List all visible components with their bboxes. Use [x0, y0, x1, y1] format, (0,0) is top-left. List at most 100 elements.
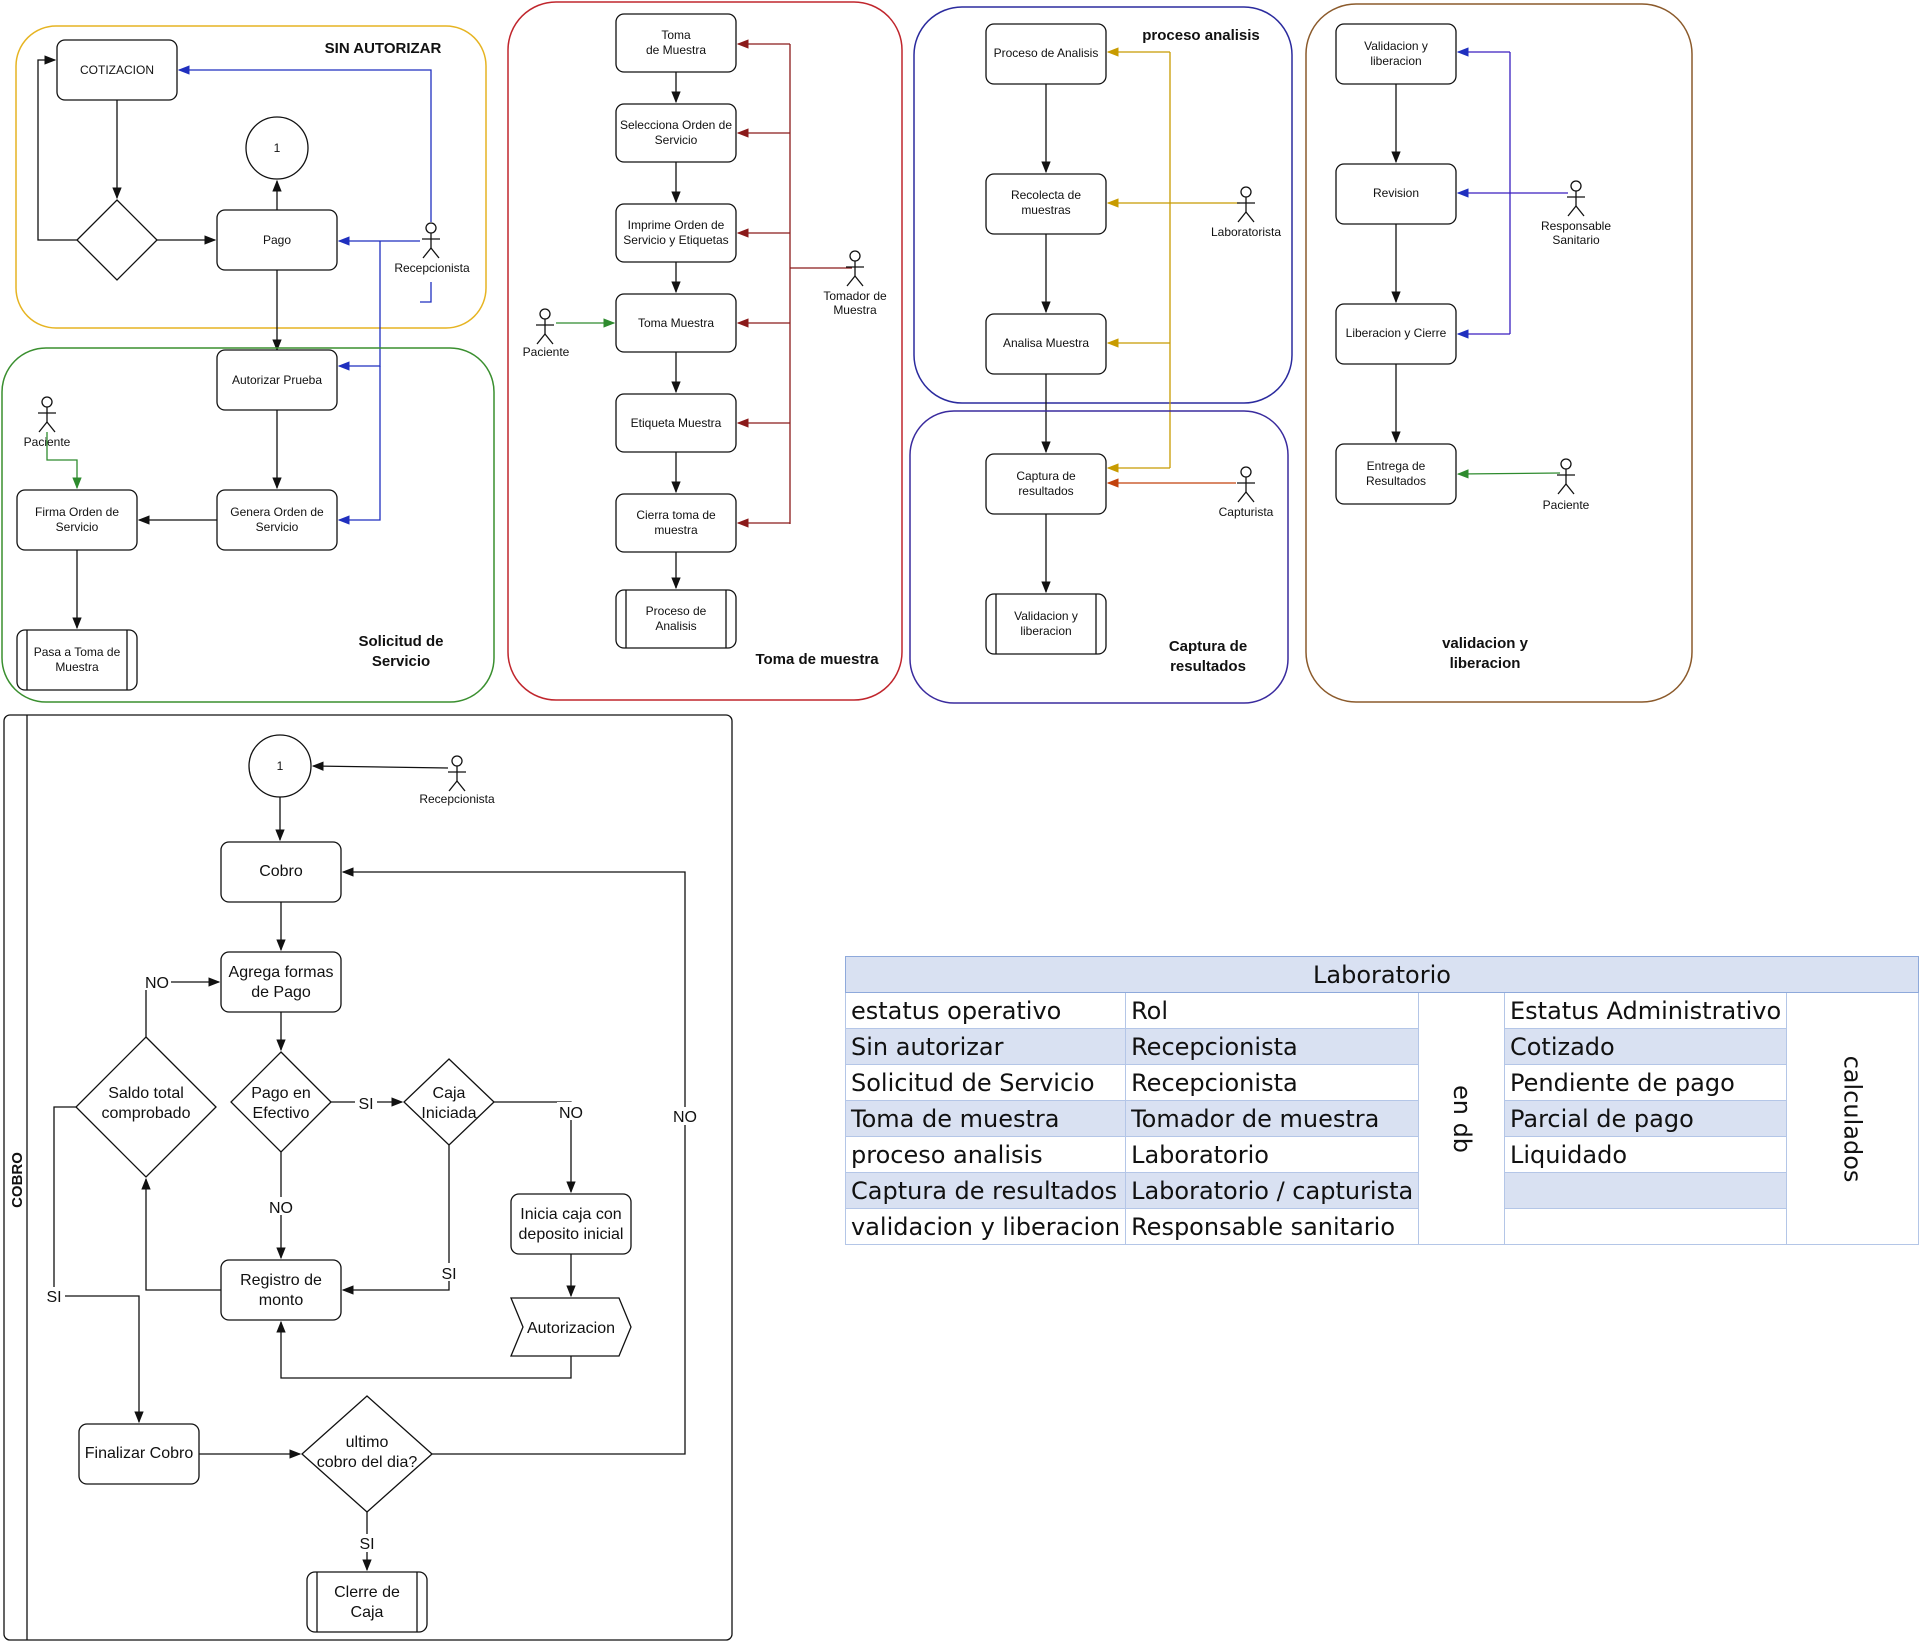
merged-label-calculados: calculados: [1838, 1055, 1867, 1182]
validacion-step-1-l1: Validacion y: [1364, 39, 1428, 53]
edge-label-si: SI: [358, 1096, 373, 1113]
cell-admin: [1503, 1172, 1788, 1209]
toma-step-2-l2: Servicio: [655, 133, 698, 147]
responsable-actor-icon: [1567, 180, 1585, 217]
cell-admin: Liquidado: [1503, 1136, 1788, 1173]
cell-estatus: Sin autorizar: [844, 1028, 1127, 1065]
cell-estatus: proceso analisis: [844, 1136, 1127, 1173]
responsable-label-1: Responsable: [1541, 219, 1611, 233]
cell-admin: [1503, 1208, 1788, 1245]
lane-solicitud: Solicitud de Servicio Autorizar Prueba G…: [1, 347, 495, 703]
lane-title-1: Solicitud de: [358, 633, 443, 650]
toma-step-7-l1: Proceso de: [646, 604, 707, 618]
captura-step-2: [985, 593, 1107, 655]
genera-label-2: Servicio: [256, 520, 299, 534]
laboratorista-actor-icon: [1237, 186, 1255, 223]
table-header-row: estatus operativo Rol en db Estatus Admi…: [844, 992, 1919, 1245]
genera-label-1: Genera Orden de: [230, 505, 324, 519]
laboratorio-table: Laboratorio estatus operativo Rol en db …: [844, 956, 1919, 1245]
cell-admin: Cotizado: [1503, 1028, 1788, 1065]
lane-frame: [3, 714, 733, 1641]
captura-step-1-l1: Captura de: [1016, 469, 1076, 483]
inicia-label-2: deposito inicial: [519, 1226, 624, 1243]
table-row: validacion y liberacion Responsable sani…: [844, 1208, 1919, 1245]
pago-label: Pago: [263, 233, 291, 247]
table-title-row: Laboratorio: [845, 956, 1919, 993]
toma-step-6-l1: Cierra toma de: [636, 508, 716, 522]
connector-1: [245, 116, 309, 180]
autorizar-label: Autorizar Prueba: [232, 373, 322, 387]
captura-step-2-l1: Validacion y: [1014, 609, 1078, 623]
inicia-caja-box: [510, 1193, 632, 1255]
recepcionista-actor-icon: [448, 755, 466, 792]
tomador-label-2: Muestra: [833, 303, 877, 317]
recepcionista-actor-icon: [422, 222, 440, 259]
lane-title-1: Captura de: [1169, 638, 1247, 655]
ultimo-label-1: ultimo: [346, 1434, 389, 1451]
recepcionista-label: Recepcionista: [419, 792, 495, 806]
lane-captura: Captura de resultados Captura de resulta…: [909, 410, 1289, 704]
edge-label-si: SI: [46, 1289, 61, 1306]
paciente-actor-icon: [536, 308, 554, 345]
validacion-step-4-l2: Resultados: [1366, 474, 1426, 488]
cierre-label-2: Caja: [351, 1604, 384, 1621]
paciente-actor-icon: [1557, 458, 1575, 495]
cell-estatus: Toma de muestra: [844, 1100, 1127, 1137]
paciente-label: Paciente: [523, 345, 570, 359]
caja-label-2: Iniciada: [421, 1105, 476, 1122]
lane-title: SIN AUTORIZAR: [325, 40, 442, 57]
table-title: Laboratorio: [845, 956, 1919, 993]
analisis-step-2-l2: muestras: [1021, 203, 1070, 217]
firma-label-1: Firma Orden de: [35, 505, 119, 519]
lane-title-1: validacion y: [1442, 635, 1529, 652]
cell-rol: Responsable sanitario: [1125, 1208, 1420, 1245]
registro-label-1: Registro de: [240, 1272, 322, 1289]
firma-label-2: Servicio: [56, 520, 99, 534]
toma-step-3-l2: Servicio y Etiquetas: [623, 233, 728, 247]
lane-frame: [15, 25, 487, 329]
pasa-label-2: Muestra: [55, 660, 99, 674]
toma-step-4-label: Toma Muestra: [638, 316, 714, 330]
edge-label-si: SI: [441, 1266, 456, 1283]
lane-analisis: proceso analisis Proceso de Analisis Rec…: [913, 6, 1293, 473]
registro-box: [220, 1259, 342, 1321]
lane-frame: [1305, 3, 1693, 703]
lane-label: COBRO: [9, 1152, 26, 1208]
analisis-step-1-label: Proceso de Analisis: [994, 46, 1099, 60]
decision-diamond: [76, 199, 158, 281]
validacion-step-1-l2: liberacion: [1370, 54, 1421, 68]
toma-step-7: [615, 589, 737, 649]
connector-label: 1: [274, 141, 281, 155]
pago-efectivo-label-1: Pago en: [251, 1085, 311, 1102]
cell-rol: Recepcionista: [1125, 1064, 1420, 1101]
validacion-step-3-label: Liberacion y Cierre: [1346, 326, 1447, 340]
lane-title-2: liberacion: [1450, 655, 1521, 672]
registro-label-2: monto: [259, 1292, 304, 1309]
analisis-step-2-l1: Recolecta de: [1011, 188, 1081, 202]
lane-frame: [913, 6, 1293, 404]
pago-efectivo-diamond: [230, 1051, 332, 1153]
header-rol: Rol: [1125, 992, 1420, 1029]
table-row: Sin autorizar Recepcionista Cotizado: [844, 1028, 1919, 1065]
captura-step-1-l2: resultados: [1018, 484, 1073, 498]
toma-step-1-l2: de Muestra: [646, 43, 706, 57]
table-row: Solicitud de Servicio Recepcionista Pend…: [844, 1064, 1919, 1101]
finalizar-label: Finalizar Cobro: [85, 1445, 194, 1462]
edge-label-no: NO: [145, 975, 169, 992]
lane-frame: [1, 347, 495, 703]
cierre-caja-box: [306, 1571, 428, 1633]
cell-rol: Tomador de muestra: [1125, 1100, 1420, 1137]
lane-sin-autorizar: SIN AUTORIZAR COTIZACION Pago 1 Recepcio…: [15, 25, 487, 525]
tomador-actor-icon: [846, 250, 864, 287]
cell-rol: Laboratorio / capturista: [1125, 1172, 1420, 1209]
table-row: proceso analisis Laboratorio Liquidado: [844, 1136, 1919, 1173]
paciente-actor-icon: [38, 396, 56, 433]
edge-label-no: NO: [673, 1109, 697, 1126]
capturista-actor-icon: [1237, 466, 1255, 503]
merged-cell-en-db: en db: [1418, 992, 1505, 1245]
lane-toma: Toma de muestra Toma de Muestra Seleccio…: [507, 1, 903, 701]
agrega-box: [220, 951, 342, 1013]
analisis-step-3-label: Analisa Muestra: [1003, 336, 1089, 350]
edge-label-si: SI: [359, 1536, 374, 1553]
